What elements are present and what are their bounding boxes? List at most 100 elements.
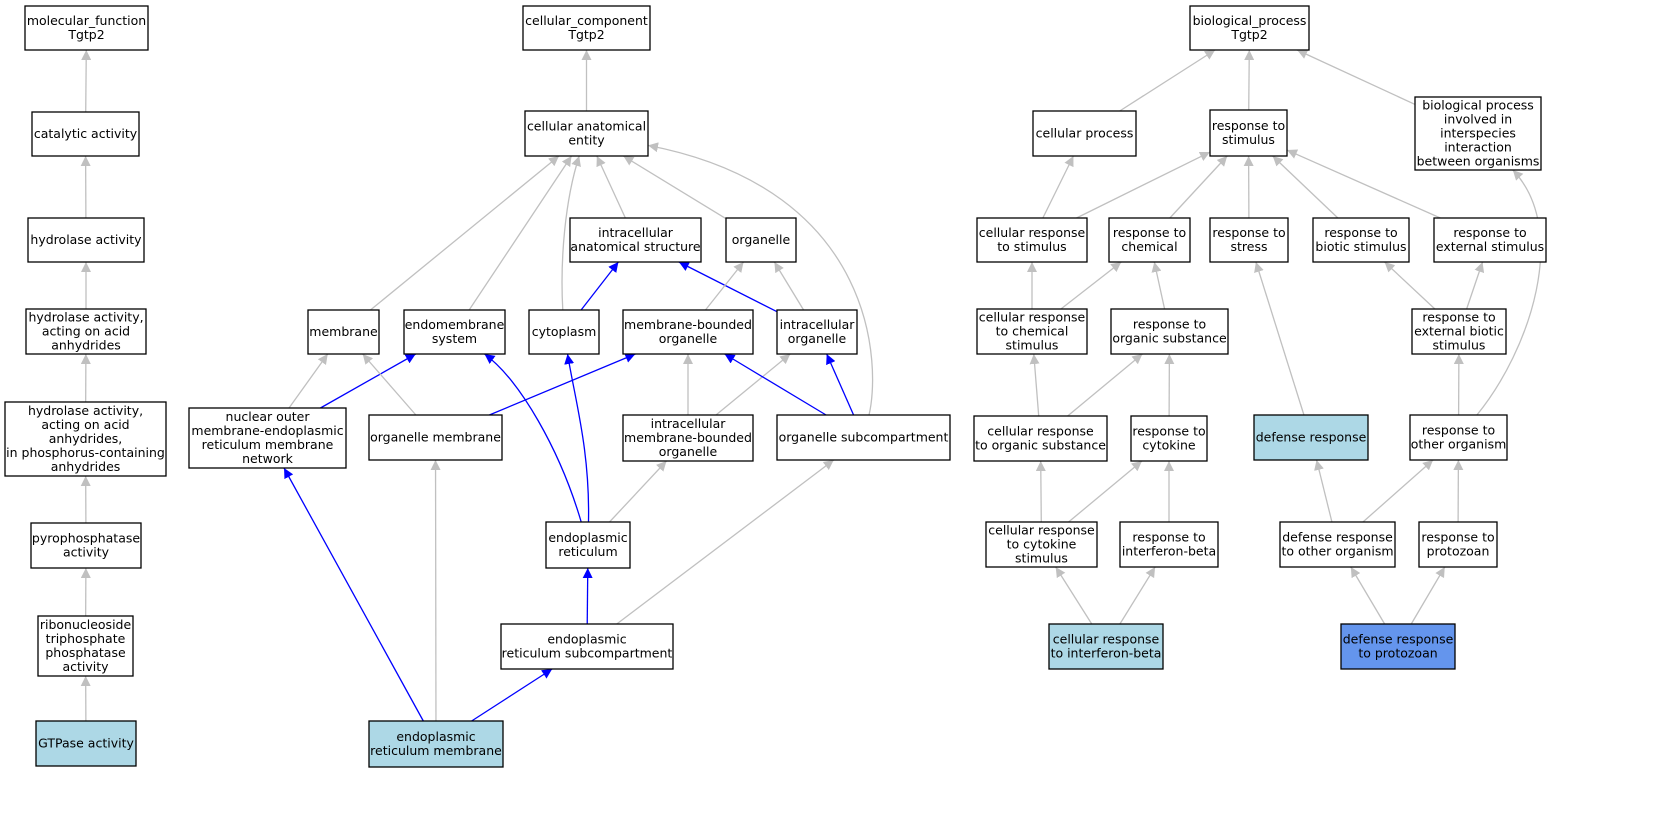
node-cytoplasm[interactable]: cytoplasm [528,309,600,355]
node-label-line: chemical [1121,239,1177,254]
node-label-line: hydrolase activity, [28,310,143,325]
node-label-line: cytoplasm [532,324,597,339]
node-box [27,217,145,263]
node-label-line: cellular response [987,424,1094,439]
node-label-line: activity [63,545,110,560]
node-label-line: organelle membrane [370,430,501,445]
node-nuclear_outer[interactable]: nuclear outermembrane-endoplasmicreticul… [188,407,347,469]
node-box [35,720,137,767]
edge-is_a-catalytic-to-mf_root [81,49,92,113]
node-label-line: between organisms [1417,154,1540,169]
node-osub[interactable]: organelle subcompartment [776,414,951,461]
node-defense[interactable]: defense response [1253,414,1369,461]
node-box [725,217,797,263]
node-box [1209,109,1288,157]
node-ribonucleoside[interactable]: ribonucleosidetriphosphatephosphataseact… [37,615,134,677]
node-label-line: anhydrides, [49,431,123,446]
edge-is_a-crs-to-rts [1076,151,1211,219]
node-label-line: response to [1132,530,1205,545]
node-label-line: response to [1132,424,1205,439]
edge-layer [80,49,1542,722]
node-label-line: nuclear outer [226,409,311,424]
node-label-line: stimulus [1015,551,1068,566]
edge-is_a-io-to-organelle [773,261,805,311]
node-cellular_process[interactable]: cellular process [1032,110,1137,157]
node-label-line: response to [1113,225,1186,240]
node-label-line: other organism [1411,437,1507,452]
node-organelle_membrane[interactable]: organelle membrane [368,414,503,461]
node-label-line: interferon-beta [1122,544,1216,559]
node-label-line: intracellular [651,416,727,431]
node-label-line: response to [1422,310,1495,325]
node-label-line: membrane-bounded [624,317,752,332]
node-label-line: biological process [1422,98,1534,113]
edge-is_a-cellular_process-to-bp_root [1119,49,1216,112]
node-box [1048,623,1164,670]
node-box [524,110,649,157]
node-hydrolase_acid[interactable]: hydrolase activity,acting on acidanhydri… [25,308,147,355]
node-label-line: stimulus [1433,338,1486,353]
node-label-line: to cytokine [1007,537,1077,552]
node-label-line: organelle [732,232,791,247]
node-label-line: cellular response [1053,632,1160,647]
edge-is_a-crifn-to-rtifn [1119,566,1156,625]
node-label-line: organelle [659,331,718,346]
node-hydrolase[interactable]: hydrolase activity [27,217,145,263]
edge-is_a-drproto-to-droo [1350,566,1386,625]
node-label-line: hydrolase activity [30,232,142,247]
node-organelle[interactable]: organelle [725,217,797,263]
edge-is_a-organelle-to-cae [623,155,727,220]
node-label-line: cellular anatomical [527,119,646,134]
node-label-line: to organic substance [975,438,1106,453]
node-label-line: reticulum [558,544,617,559]
edge-is_a-crs-to-cellular_process [1042,155,1074,219]
node-box [24,5,149,51]
node-box [1418,521,1498,568]
node-hydrolase_phos[interactable]: hydrolase activity,acting on acidanhydri… [4,401,167,477]
node-catalytic[interactable]: catalytic activity [31,111,140,157]
node-label-line: endomembrane [405,317,505,332]
node-box [307,309,380,355]
edge-is_a-rtebs-to-rtbs [1384,261,1436,310]
node-gtpase[interactable]: GTPase activity [35,720,137,767]
node-box [776,414,951,461]
edge-is_a-rtc-to-rts [1169,155,1228,219]
node-membrane[interactable]: membrane [307,309,380,355]
node-box [973,415,1108,462]
node-box [776,309,858,355]
node-box [403,309,506,355]
